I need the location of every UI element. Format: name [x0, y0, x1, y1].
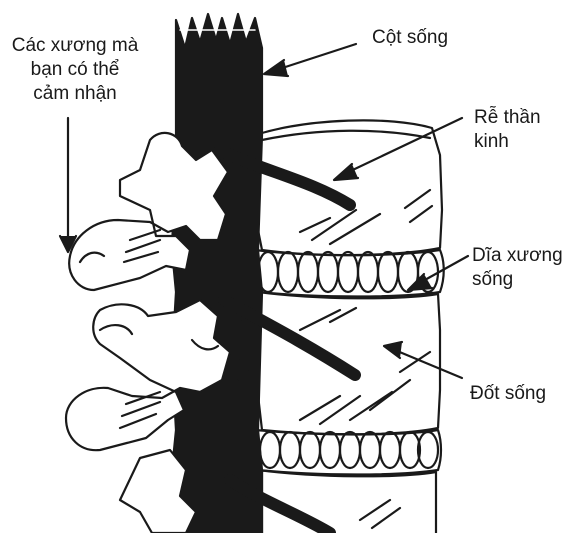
- label-spinal-disc: Dĩa xương sống: [472, 244, 588, 292]
- intervertebral-disc-lower: [255, 430, 441, 475]
- arrow-bones: [60, 118, 76, 252]
- label-spinal-cord-text: Cột sống: [372, 26, 448, 50]
- label-vertebra-text: Đốt sống: [470, 382, 546, 406]
- label-nerve-root: Rễ thần kinh: [474, 106, 544, 154]
- label-palpable-bones-line3: cảm nhận: [0, 82, 150, 106]
- label-vertebra: Đốt sống: [470, 382, 546, 406]
- label-palpable-bones-line1: Các xương mà: [0, 34, 150, 58]
- spinal-cord: [172, 14, 262, 533]
- label-palpable-bones: Các xương mà bạn có thể cảm nhận: [0, 34, 150, 106]
- label-spinal-disc-line2: sống: [472, 268, 588, 292]
- label-spinal-cord: Cột sống: [372, 26, 448, 50]
- label-palpable-bones-line2: bạn có thể: [0, 58, 150, 82]
- label-spinal-disc-line1: Dĩa xương: [472, 244, 588, 268]
- label-nerve-root-line1: Rễ thần: [474, 106, 544, 130]
- arrow-spinal-cord: [264, 44, 356, 76]
- label-nerve-root-line2: kinh: [474, 130, 544, 154]
